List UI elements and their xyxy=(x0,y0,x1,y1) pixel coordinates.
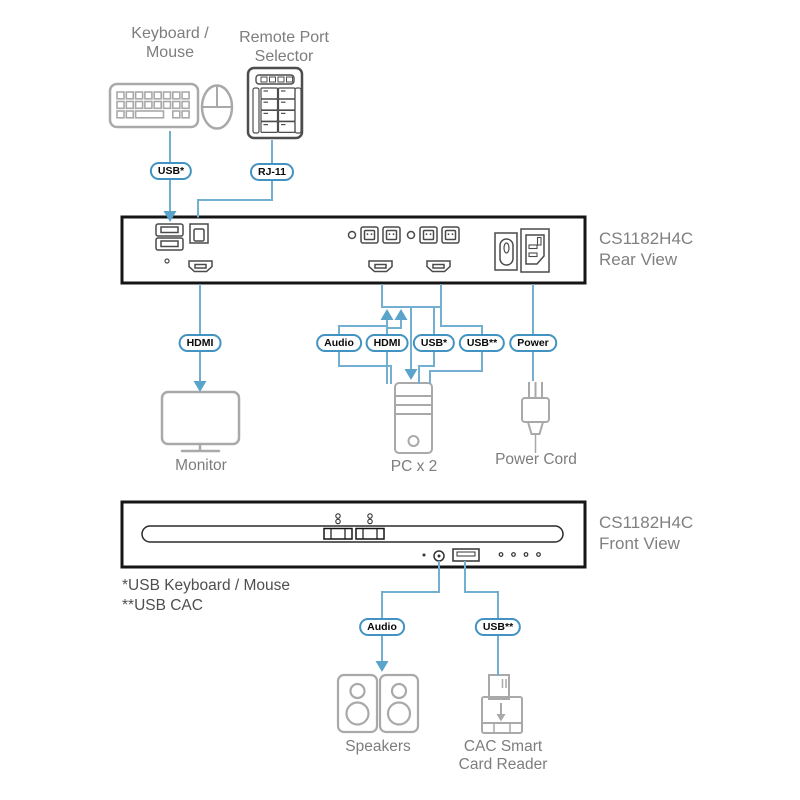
power-cord-caption: Power Cord xyxy=(495,451,577,468)
cac-reader-caption: CAC Smart Card Reader xyxy=(459,738,548,774)
arrow-into-rear-usb xyxy=(163,211,177,222)
front-panel-groove xyxy=(141,525,564,543)
cac-reader-caption-line1: CAC Smart xyxy=(463,738,543,755)
pill-hdmi-pc: HDMI xyxy=(365,334,409,352)
speakers-icon xyxy=(336,673,420,734)
keyboard-icon xyxy=(108,82,200,129)
keyboard-mouse-label: Keyboard / Mouse xyxy=(131,24,208,62)
pc-tower-icon xyxy=(394,382,433,454)
rear-panel xyxy=(120,215,587,285)
front-model-text: CS1182H4C xyxy=(599,513,694,532)
cac-card-reader-icon xyxy=(481,674,523,734)
rear-hdmi-console-port-icon xyxy=(188,260,213,273)
wire-pc-hdmi xyxy=(386,320,402,384)
rear-power-switch-icon xyxy=(494,232,518,271)
monitor-caption: Monitor xyxy=(175,457,227,474)
arrow-into-speakers xyxy=(375,661,389,672)
front-pushbuttons xyxy=(323,513,385,540)
front-view-title: CS1182H4C Front View xyxy=(599,512,693,554)
pill-hdmi-monitor: HDMI xyxy=(178,334,222,352)
front-reset-dot xyxy=(422,553,426,557)
front-led-indicators xyxy=(498,552,541,557)
monitor-icon xyxy=(160,390,241,453)
wire-front-audio xyxy=(381,561,440,661)
remote-selector-label: Remote Port Selector xyxy=(239,28,329,66)
pill-usb-cac-front: USB** xyxy=(474,618,522,636)
rear-model-text: CS1182H4C xyxy=(599,229,694,248)
rear-power-inlet-icon xyxy=(520,228,550,273)
keyboard-mouse-label-line1: Keyboard / xyxy=(131,25,209,42)
rear-view-text: Rear View xyxy=(599,250,678,269)
rear-view-title: CS1182H4C Rear View xyxy=(599,228,693,270)
power-cord-icon xyxy=(521,382,550,453)
pill-rj11: RJ-11 xyxy=(249,163,295,181)
speakers-caption: Speakers xyxy=(345,738,411,755)
front-panel xyxy=(120,500,587,569)
arrow-up-hdmi xyxy=(394,309,408,320)
rear-grounding-screw xyxy=(164,258,170,264)
rear-usb-console-ports-icon xyxy=(155,223,184,251)
pill-usb-kb-pc: USB* xyxy=(412,334,456,352)
mouse-icon xyxy=(200,84,234,130)
remote-port-selector-icon xyxy=(246,66,304,140)
rear-pc-port-groups xyxy=(347,226,460,244)
pc-caption: PC x 2 xyxy=(390,458,438,475)
cac-reader-caption-line2: Card Reader xyxy=(458,756,548,773)
arrow-into-pc xyxy=(404,369,418,380)
pill-power: Power xyxy=(509,334,557,352)
remote-selector-label-line1: Remote Port xyxy=(239,29,329,46)
footnote-usb-cac: **USB CAC xyxy=(122,597,203,614)
pill-audio-pc: Audio xyxy=(316,334,362,352)
remote-selector-label-line2: Selector xyxy=(254,48,314,65)
front-view-text: Front View xyxy=(599,534,680,553)
wire-pc-bus xyxy=(381,284,442,308)
cable-arrowheads xyxy=(163,211,418,672)
rear-remote-port-jack-icon xyxy=(189,223,209,244)
pill-usb-cac-pc: USB** xyxy=(458,334,506,352)
footnote-usb-kb: *USB Keyboard / Mouse xyxy=(122,577,291,594)
keyboard-mouse-label-line2: Mouse xyxy=(145,44,195,61)
pill-usb-keyboard: USB* xyxy=(149,162,193,180)
wire-pc-audio xyxy=(338,320,392,384)
arrow-into-monitor xyxy=(193,381,207,392)
pill-audio-front: Audio xyxy=(359,618,405,636)
rear-hdmi-pc-ports-icon xyxy=(368,260,451,273)
arrow-up-audio xyxy=(380,309,394,320)
